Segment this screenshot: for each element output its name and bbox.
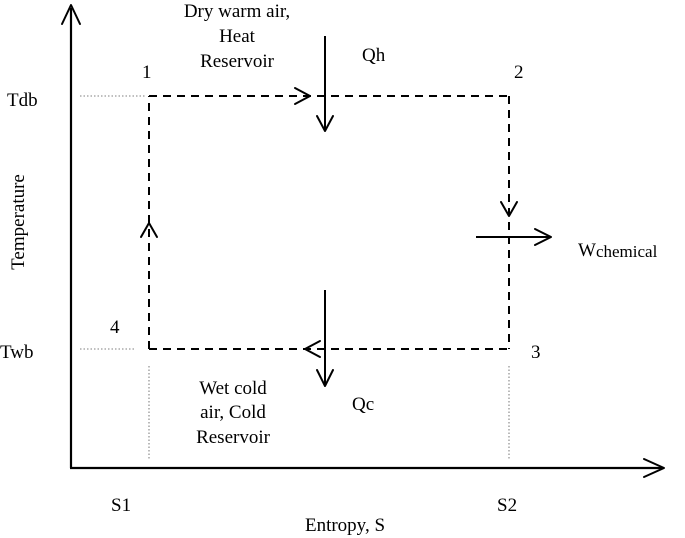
y-axis-label: Temperature [8, 174, 29, 270]
s1-tick-label: S1 [111, 495, 131, 516]
state-point-1: 1 [142, 62, 152, 83]
qh-label: Qh [362, 45, 386, 66]
x-axis-label: Entropy, S [305, 515, 385, 536]
left-edge-up-arrowhead [140, 222, 158, 238]
bottom-edge-left-arrowhead [304, 340, 321, 358]
w-label-prefix: W [578, 240, 596, 261]
cold-reservoir-line-2: air, Cold [200, 402, 266, 423]
qc-arrowhead [316, 369, 334, 387]
energy-arrows [316, 36, 552, 387]
top-edge-right-arrowhead [294, 87, 311, 105]
axes [61, 4, 665, 478]
hot-reservoir-line-3: Reservoir [200, 51, 275, 72]
hot-reservoir-line-2: Heat [219, 26, 256, 47]
x-axis-arrowhead [643, 458, 665, 478]
twb-tick-label: Twb [0, 342, 34, 363]
hot-reservoir-line-1: Dry warm air, [184, 1, 290, 22]
state-point-3: 3 [531, 342, 541, 363]
w-label-subscript: chemical [596, 242, 658, 261]
y-axis-arrowhead [61, 4, 81, 25]
cycle-direction-arrows [140, 87, 518, 358]
right-edge-down-arrowhead [500, 201, 518, 217]
tdb-tick-label: Tdb [7, 90, 38, 111]
s2-tick-label: S2 [497, 495, 517, 516]
hot-reservoir-label: Dry warm air, Heat Reservoir [184, 1, 290, 72]
cold-reservoir-label: Wet cold air, Cold Reservoir [196, 378, 271, 448]
reference-lines [80, 95, 510, 460]
w-arrowhead [534, 228, 552, 246]
qc-label: Qc [352, 394, 374, 415]
state-point-4: 4 [110, 317, 120, 338]
cycle-path [148, 95, 510, 350]
qh-arrowhead [316, 115, 334, 132]
cold-reservoir-line-1: Wet cold [199, 378, 267, 399]
cold-reservoir-line-3: Reservoir [196, 427, 271, 448]
state-point-2: 2 [514, 62, 524, 83]
w-label: Wchemical [578, 240, 658, 261]
